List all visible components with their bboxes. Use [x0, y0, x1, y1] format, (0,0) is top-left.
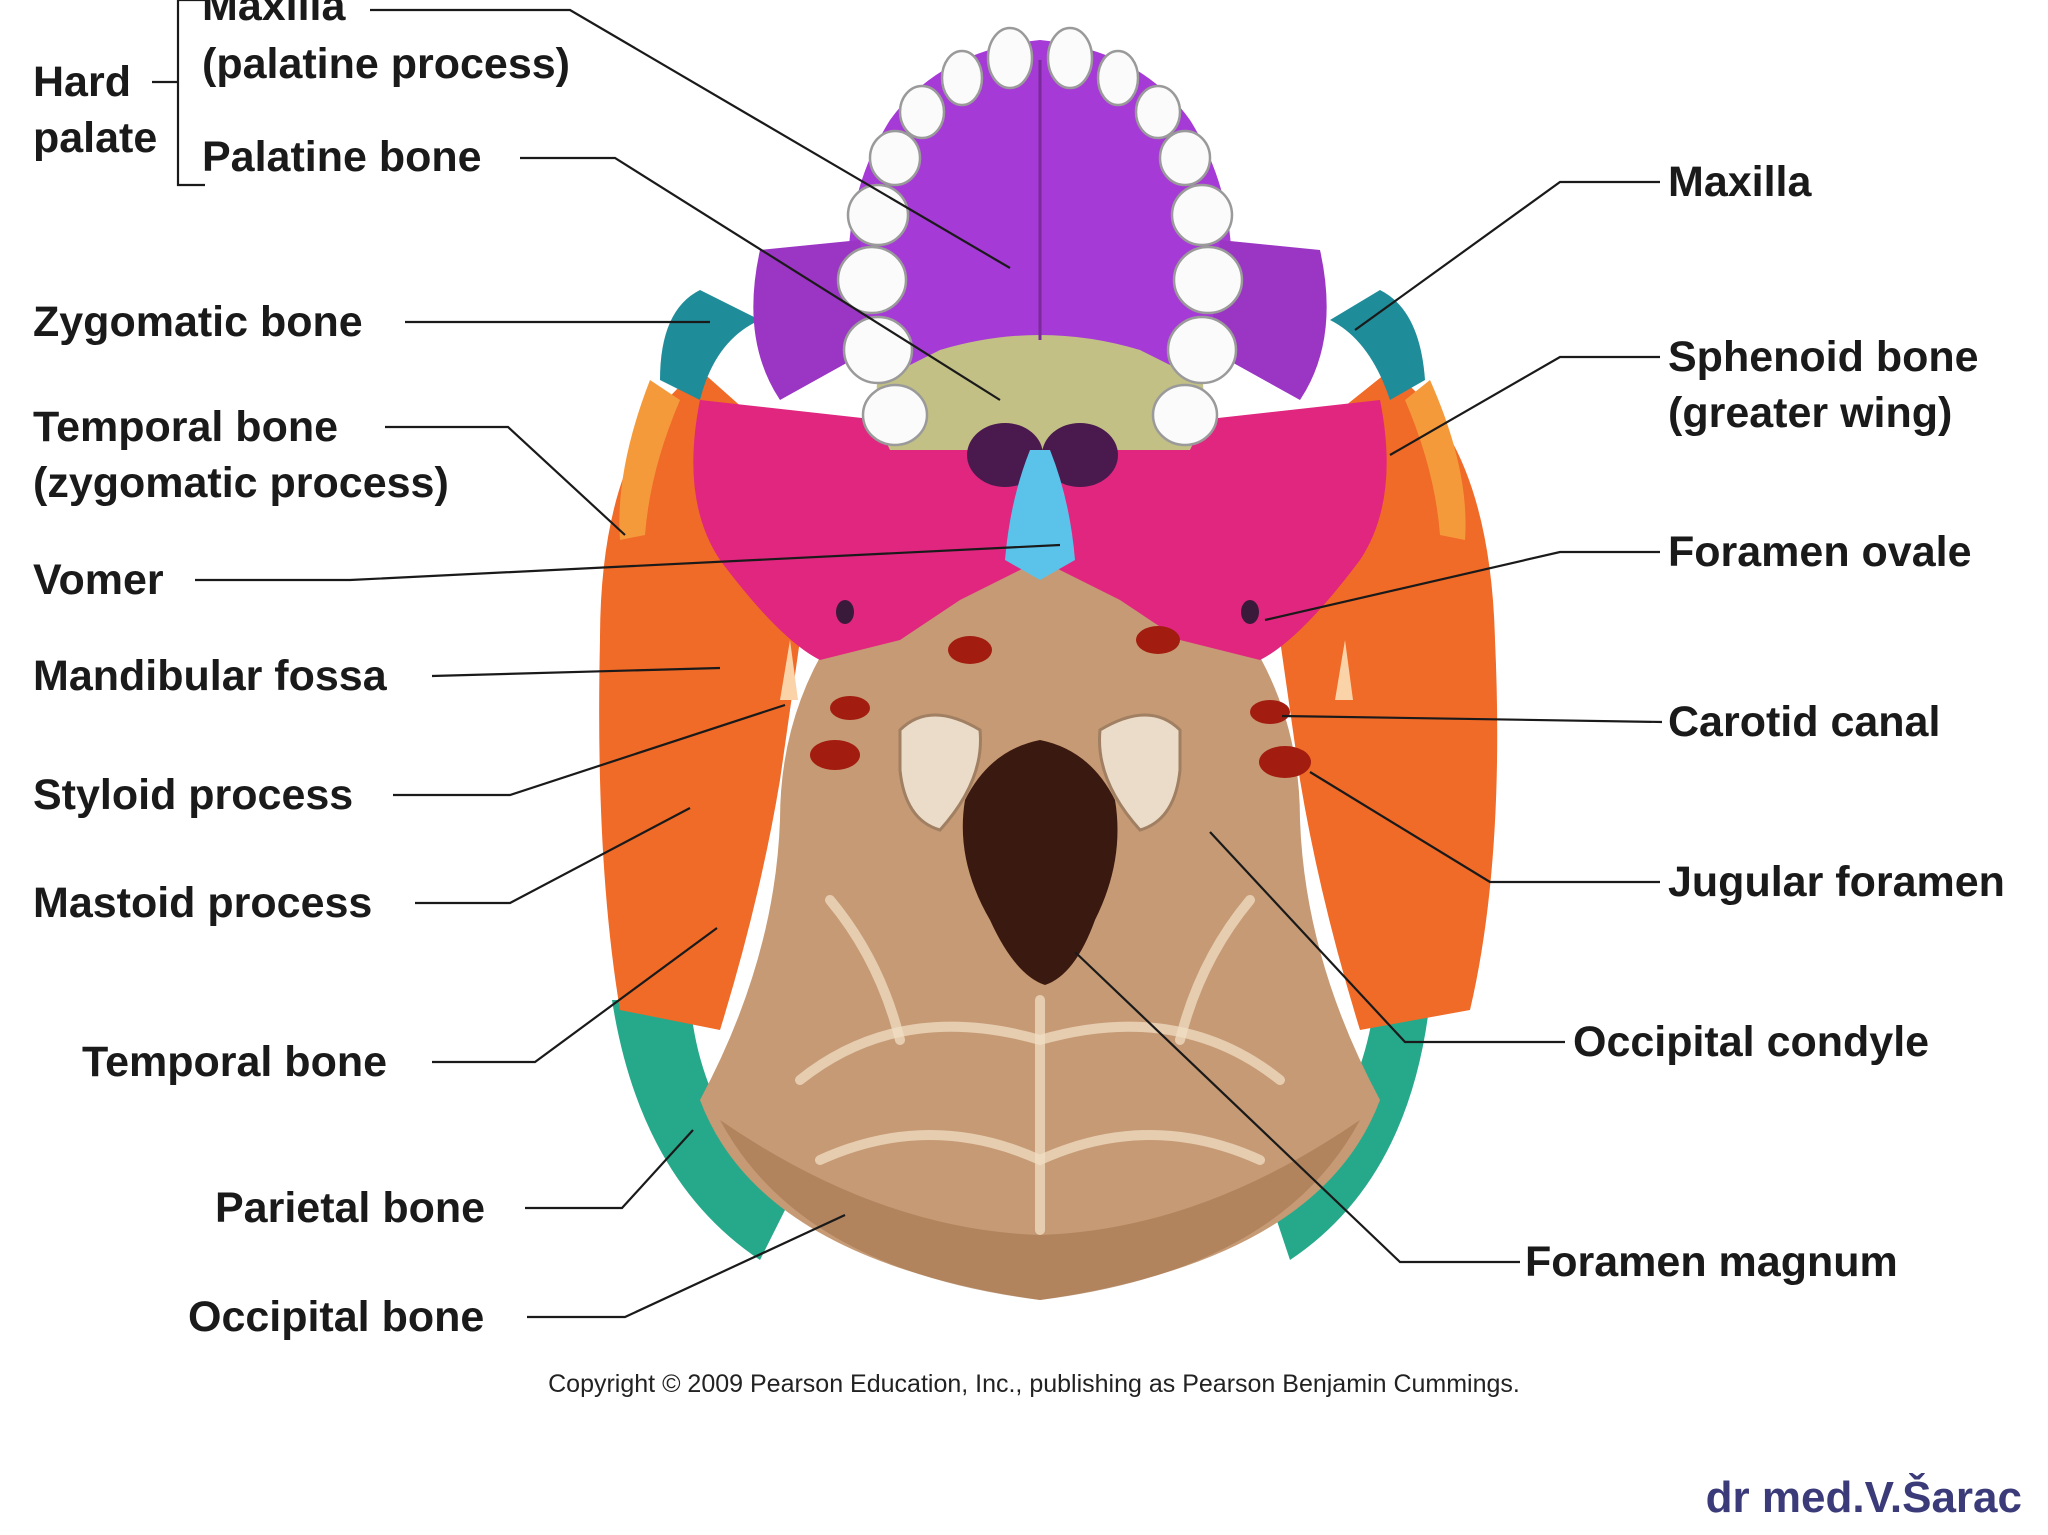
parietal-bone-region	[612, 1000, 790, 1260]
tooth	[1158, 129, 1212, 187]
label-maxilla-palatine-line2: (palatine process)	[202, 40, 570, 88]
carotid-canal-left	[830, 696, 870, 720]
foramen-right	[1136, 626, 1180, 654]
carotid-canal-right	[1250, 700, 1290, 724]
occipital-condyle-right	[1098, 713, 1182, 832]
choana-right	[1042, 423, 1118, 487]
label-temporal-zygomatic-line1: Temporal bone	[33, 403, 338, 451]
tooth	[1151, 383, 1219, 447]
leader-sphenoid	[1389, 355, 1660, 456]
tooth	[868, 129, 922, 187]
label-temporal-zygomatic-line2: (zygomatic process)	[33, 459, 449, 507]
author-credit: dr med.V.Šarac	[1706, 1471, 2022, 1522]
leader-occipital-condyle	[1209, 831, 1565, 1044]
jugular-foramen-right	[1259, 746, 1311, 778]
leader-parietal-bone	[525, 1129, 694, 1210]
label-zygomatic-bone: Zygomatic bone	[33, 298, 363, 346]
leader-vomer	[195, 543, 1061, 582]
tooth	[836, 245, 908, 315]
foramen-ovale-left	[836, 600, 854, 624]
tooth	[842, 315, 914, 385]
leader-mandibular-fossa	[431, 666, 721, 678]
label-carotid-canal: Carotid canal	[1668, 698, 1940, 746]
label-vomer: Vomer	[33, 556, 164, 604]
leader-palatine-bone	[520, 156, 1001, 401]
tooth	[1096, 49, 1140, 107]
leader-maxilla	[1354, 180, 1660, 331]
tooth	[861, 383, 929, 447]
leader-hard-palate-bracket	[176, 0, 205, 187]
leader-temporal-bone	[432, 927, 718, 1064]
leader-mastoid-process	[415, 807, 691, 905]
label-parietal-bone: Parietal bone	[215, 1184, 485, 1232]
label-occipital-bone: Occipital bone	[188, 1293, 484, 1341]
tooth	[1170, 183, 1234, 247]
label-maxilla-palatine-line1: Maxilla	[202, 0, 346, 30]
labels: Hard palate Maxilla (palatine process) P…	[33, 0, 2005, 1341]
zygomatic-bone-left	[660, 290, 760, 400]
occipital-shading	[720, 1120, 1360, 1300]
tooth	[1172, 245, 1244, 315]
zygomatic-bone-right	[1330, 290, 1425, 400]
tooth	[846, 183, 910, 247]
skull-illustration	[599, 26, 1498, 1300]
styloid-process-left	[780, 640, 798, 700]
copyright-notice: Copyright © 2009 Pearson Education, Inc.…	[548, 1370, 1520, 1398]
leader-styloid-process	[393, 703, 786, 797]
label-maxilla: Maxilla	[1668, 158, 1812, 206]
label-styloid-process: Styloid process	[33, 771, 353, 819]
label-occipital-condyle: Occipital condyle	[1573, 1018, 1929, 1066]
tooth	[986, 26, 1034, 90]
teeth-arch	[836, 26, 1244, 447]
styloid-process-right	[1335, 640, 1353, 700]
leader-jugular-foramen	[1309, 771, 1660, 884]
foramen-ovale-right	[1241, 600, 1259, 624]
tooth	[1134, 84, 1182, 140]
leader-maxilla-palatine	[370, 8, 1011, 269]
label-hard-palate-line2: palate	[33, 114, 157, 162]
leader-temporal-zygomatic	[385, 425, 626, 536]
label-palatine-bone: Palatine bone	[202, 133, 482, 181]
tooth	[940, 49, 984, 107]
leader-foramen-magnum	[1074, 951, 1520, 1264]
occipital-ridge	[1175, 895, 1255, 1045]
leader-foramen-ovale	[1264, 550, 1660, 622]
label-hard-palate-line1: Hard	[33, 58, 131, 106]
zygomatic-arch-left	[619, 380, 680, 540]
label-temporal-bone: Temporal bone	[82, 1038, 387, 1086]
label-mastoid-process: Mastoid process	[33, 879, 372, 927]
jugular-foramen-left	[810, 740, 860, 770]
label-jugular-foramen: Jugular foramen	[1668, 858, 2005, 906]
label-sphenoid-line1: Sphenoid bone	[1668, 333, 1979, 381]
label-foramen-ovale: Foramen ovale	[1668, 528, 1972, 576]
tooth	[898, 84, 946, 140]
occipital-condyle-left	[898, 713, 982, 832]
zygomatic-arch-right	[1405, 380, 1466, 540]
label-foramen-magnum: Foramen magnum	[1525, 1238, 1898, 1286]
occipital-ridge	[815, 1130, 1265, 1166]
foramen-magnum-opening	[962, 740, 1118, 985]
leader-carotid-canal	[1281, 714, 1663, 724]
occipital-ridge	[795, 1021, 1285, 1085]
tooth	[1166, 315, 1238, 385]
label-sphenoid-line2: (greater wing)	[1668, 389, 1952, 437]
label-mandibular-fossa: Mandibular fossa	[33, 652, 388, 700]
leader-occipital-bone	[527, 1214, 846, 1319]
occipital-ridge	[825, 895, 905, 1045]
foramen-left	[948, 636, 992, 664]
leader-lines	[152, 0, 1663, 1319]
tooth	[1046, 26, 1094, 90]
palatine-bone-region	[876, 330, 1204, 450]
